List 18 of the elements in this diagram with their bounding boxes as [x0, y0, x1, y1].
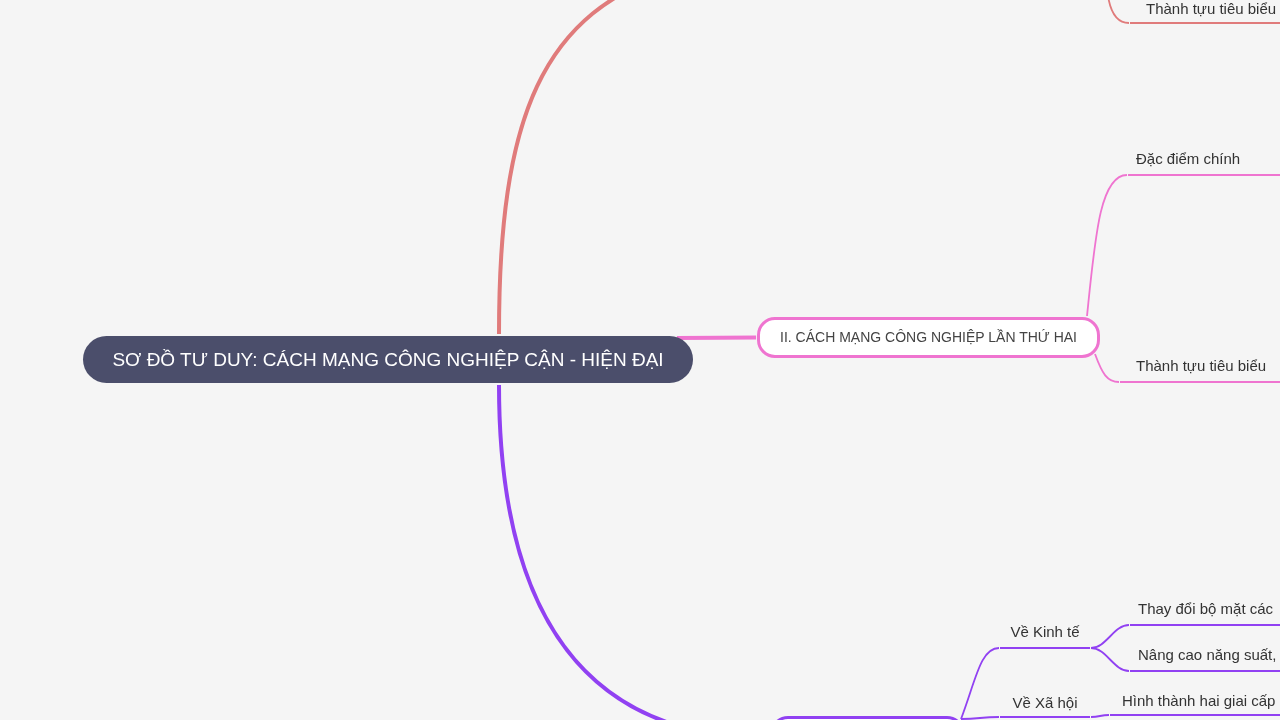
subtopic-label: Nâng cao năng suất,	[1130, 646, 1280, 672]
branch-line	[960, 647, 1000, 720]
subtopic-label: Đặc điểm chính	[1128, 150, 1280, 176]
subtopic-label: Về Kinh tế	[1000, 623, 1090, 649]
branch-line	[676, 335, 757, 340]
central-topic: SƠ ĐỒ TƯ DUY: CÁCH MẠNG CÔNG NGHIỆP CẬN - HIỆN ĐẠI	[83, 336, 693, 383]
topic-box: II. CÁCH MẠNG CÔNG NGHIỆP LẦN THỨ HAI	[757, 317, 1100, 358]
subtopic-label: Thành tựu tiêu biểu	[1120, 357, 1280, 383]
branch-line	[1090, 647, 1130, 672]
subtopic-label: Về Xã hội	[1000, 694, 1090, 718]
subtopic-label: Thay đổi bộ mặt các	[1130, 600, 1280, 626]
subtopic-label: Hình thành hai giai cấp	[1110, 692, 1280, 716]
branch-line	[1090, 714, 1110, 718]
branch-line	[1086, 174, 1128, 317]
subtopic-label: Thành tựu tiêu biểu	[1130, 0, 1280, 24]
branch-line	[1094, 353, 1120, 383]
branch-line	[1107, 0, 1130, 24]
branch-line	[960, 716, 1000, 720]
